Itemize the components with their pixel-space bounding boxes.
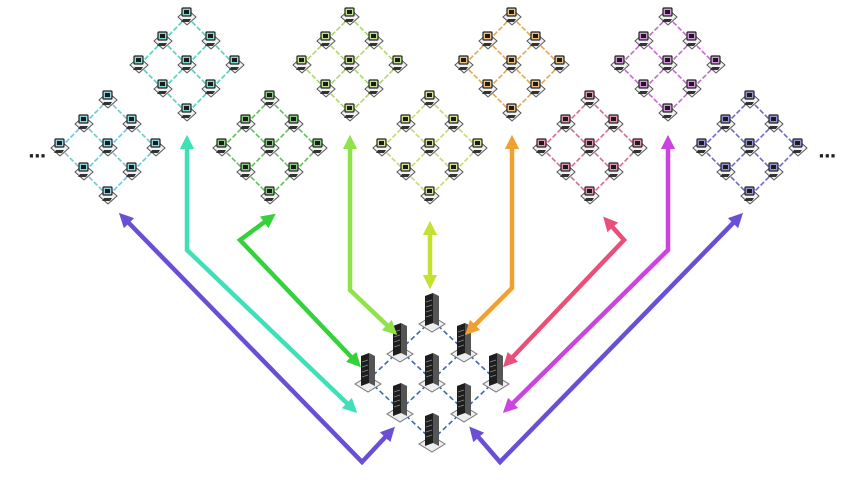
- computer-icon: [177, 7, 197, 26]
- cluster-teal: [129, 7, 245, 122]
- computer-icon: [658, 103, 678, 122]
- computer-icon: [556, 114, 576, 133]
- computer-icon: [153, 31, 173, 50]
- computer-icon: [177, 55, 197, 74]
- computer-icon: [74, 114, 94, 133]
- computer-icon: [706, 55, 726, 74]
- computer-icon: [50, 138, 70, 157]
- computer-icon: [74, 162, 94, 181]
- arrow-green: [236, 213, 361, 368]
- computer-icon: [740, 186, 760, 205]
- cluster-orange: [454, 7, 570, 122]
- computer-icon: [420, 186, 440, 205]
- right-ellipsis: ···: [818, 146, 836, 167]
- computer-icon: [502, 55, 522, 74]
- computer-icon: [716, 162, 736, 181]
- computer-icon: [502, 7, 522, 26]
- computer-icon: [225, 55, 245, 74]
- computer-icon: [658, 7, 678, 26]
- computer-icon: [526, 79, 546, 98]
- server-icon: [418, 353, 446, 393]
- arrow-pink: [503, 216, 628, 368]
- computer-icon: [316, 31, 336, 50]
- computer-icon: [444, 162, 464, 181]
- computer-icon: [526, 31, 546, 50]
- computer-icon: [340, 55, 360, 74]
- computer-icon: [764, 162, 784, 181]
- arrow-orange: [464, 134, 520, 336]
- computer-icon: [146, 138, 166, 157]
- computer-icon: [153, 79, 173, 98]
- computer-icon: [388, 55, 408, 74]
- computer-icon: [129, 55, 149, 74]
- computer-icon: [260, 90, 280, 109]
- computer-icon: [692, 138, 712, 157]
- computer-icon: [740, 138, 760, 157]
- server-icon: [418, 293, 446, 333]
- computer-icon: [444, 114, 464, 133]
- computer-icon: [340, 103, 360, 122]
- server-icon: [418, 413, 446, 453]
- cluster-indigo: [692, 90, 808, 205]
- computer-icon: [634, 31, 654, 50]
- computer-icon: [634, 79, 654, 98]
- computer-icon: [122, 114, 142, 133]
- computer-icon: [788, 138, 808, 157]
- computer-icon: [502, 103, 522, 122]
- computer-icon: [454, 55, 474, 74]
- computer-icon: [201, 79, 221, 98]
- computer-icon: [284, 114, 304, 133]
- computer-icon: [201, 31, 221, 50]
- computer-icon: [396, 114, 416, 133]
- cluster-pink: [532, 90, 648, 205]
- computer-icon: [682, 31, 702, 50]
- computer-icon: [316, 79, 336, 98]
- computer-icon: [740, 90, 760, 109]
- computer-icon: [420, 90, 440, 109]
- computer-icon: [420, 138, 440, 157]
- computer-icon: [177, 103, 197, 122]
- computer-icon: [236, 114, 256, 133]
- computer-icon: [610, 55, 630, 74]
- computer-icon: [98, 90, 118, 109]
- computer-icon: [604, 114, 624, 133]
- computer-icon: [340, 7, 360, 26]
- computer-icon: [98, 138, 118, 157]
- computer-icon: [764, 114, 784, 133]
- computer-icon: [580, 90, 600, 109]
- computer-icon: [682, 79, 702, 98]
- cluster-lime: [292, 7, 408, 122]
- computer-icon: [478, 79, 498, 98]
- left-ellipsis: ···: [28, 146, 46, 167]
- computer-icon: [658, 55, 678, 74]
- cluster-magenta: [610, 7, 726, 122]
- computer-icon: [122, 162, 142, 181]
- cluster-cyan-left: [50, 90, 166, 205]
- computer-icon: [396, 162, 416, 181]
- arrow-indigo: [469, 212, 744, 466]
- cluster-yellow-green: [372, 90, 488, 205]
- computer-icon: [716, 114, 736, 133]
- arrow-lime: [342, 134, 398, 335]
- computer-icon: [364, 31, 384, 50]
- cluster-green: [212, 90, 328, 205]
- computer-icon: [364, 79, 384, 98]
- computer-icon: [478, 31, 498, 50]
- computer-icon: [98, 186, 118, 205]
- computer-icon: [550, 55, 570, 74]
- computer-icon: [292, 55, 312, 74]
